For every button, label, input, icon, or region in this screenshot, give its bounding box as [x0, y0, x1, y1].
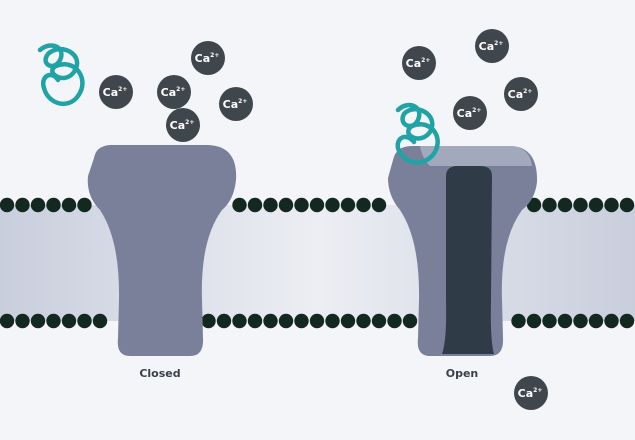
calcium-ion: Ca2+: [514, 376, 548, 410]
ion-circle: [514, 376, 548, 410]
lipid-heads-bottom: [0, 313, 635, 329]
lipid-head: [356, 313, 371, 329]
lipid-head: [263, 197, 278, 213]
lipid-head: [542, 313, 557, 329]
lipid-head: [557, 197, 573, 213]
ion-label: Ca2+: [406, 57, 431, 70]
lipid-head: [356, 197, 371, 213]
calcium-ion: Ca2+: [402, 46, 436, 80]
lipid-head: [30, 197, 46, 213]
ion-circle: [99, 75, 133, 109]
ligand-coil-right: [395, 102, 440, 165]
calcium-ion: Ca2+: [157, 75, 191, 109]
lipid-head: [61, 313, 77, 329]
lipid-head: [201, 313, 216, 329]
ion-circle: [166, 108, 200, 142]
lipid-head: [557, 313, 573, 329]
calcium-ion: Ca2+: [475, 29, 509, 63]
lipid-head: [216, 313, 232, 329]
lipid-head: [526, 313, 542, 329]
lipid-heads-top: [0, 197, 635, 213]
lipid-head: [371, 197, 387, 213]
lipid-head: [402, 313, 418, 329]
lipid-head: [340, 313, 356, 329]
lipid-head: [92, 313, 108, 329]
ion-label: Ca2+: [457, 107, 482, 120]
lipid-head: [371, 313, 387, 329]
lipid-head: [588, 197, 604, 213]
lipid-head: [232, 313, 247, 329]
lipid-head: [15, 313, 30, 329]
calcium-ion: Ca2+: [453, 96, 487, 130]
closed-channel: [87, 145, 237, 356]
lipid-head: [511, 313, 526, 329]
lipid-head: [46, 197, 61, 213]
lipid-head: [247, 313, 263, 329]
ion-label: Ca2+: [508, 88, 533, 101]
calcium-ion: Ca2+: [504, 77, 538, 111]
ion-label: Ca2+: [518, 387, 543, 400]
calcium-ion: Ca2+: [219, 87, 253, 121]
lipid-head: [588, 313, 604, 329]
open-channel-label: Open: [446, 367, 479, 380]
lipid-head: [604, 197, 619, 213]
lipid-head: [247, 197, 263, 213]
ion-label: Ca2+: [195, 52, 220, 65]
lipid-head: [294, 197, 309, 213]
ion-circle: [402, 46, 436, 80]
lipid-head: [619, 197, 635, 213]
ion-circle: [504, 77, 538, 111]
closed-channel-body: [87, 145, 237, 356]
membrane-core: [0, 205, 635, 321]
ligand-coil-left: [37, 43, 85, 107]
lipid-head: [604, 313, 619, 329]
ion-label: Ca2+: [479, 40, 504, 53]
open-channel-pore: [442, 166, 494, 354]
lipid-head: [46, 313, 61, 329]
ion-circle: [453, 96, 487, 130]
ion-circle: [157, 75, 191, 109]
open-channel: [388, 146, 538, 356]
lipid-head: [30, 313, 46, 329]
ion-label: Ca2+: [170, 119, 195, 132]
lipid-head: [77, 313, 92, 329]
calcium-ion: Ca2+: [191, 41, 225, 75]
lipid-head: [0, 197, 15, 213]
ion-circle: [475, 29, 509, 63]
lipid-head: [542, 197, 557, 213]
lipid-head: [325, 197, 340, 213]
lipid-head: [325, 313, 340, 329]
lipid-head: [77, 197, 92, 213]
lipid-head: [309, 313, 325, 329]
ion-circle: [219, 87, 253, 121]
ion-label: Ca2+: [161, 86, 186, 99]
lipid-head: [263, 313, 278, 329]
lipid-head: [573, 197, 588, 213]
ion-label: Ca2+: [103, 86, 128, 99]
lipid-head: [573, 313, 588, 329]
lipid-head: [278, 313, 294, 329]
lipid-head: [0, 313, 15, 329]
lipid-head: [15, 197, 30, 213]
ion-label: Ca2+: [223, 98, 248, 111]
open-channel-top-face: [420, 146, 532, 166]
lipid-head: [61, 197, 77, 213]
lipid-head: [309, 197, 325, 213]
calcium-ions: Ca2+ Ca2+ Ca2+ Ca2+ Ca2+ Ca2+ Ca2+ Ca2+ Ca2+ Ca2+: [99, 29, 548, 410]
closed-channel-label: Closed: [139, 367, 180, 380]
ion-circle: [191, 41, 225, 75]
lipid-head: [340, 197, 356, 213]
lipid-head: [526, 197, 542, 213]
lipid-head: [294, 313, 309, 329]
lipid-head: [387, 313, 402, 329]
lipid-head: [278, 197, 294, 213]
calcium-ion: Ca2+: [166, 108, 200, 142]
calcium-ion: Ca2+: [99, 75, 133, 109]
lipid-head: [232, 197, 247, 213]
lipid-head: [619, 313, 635, 329]
